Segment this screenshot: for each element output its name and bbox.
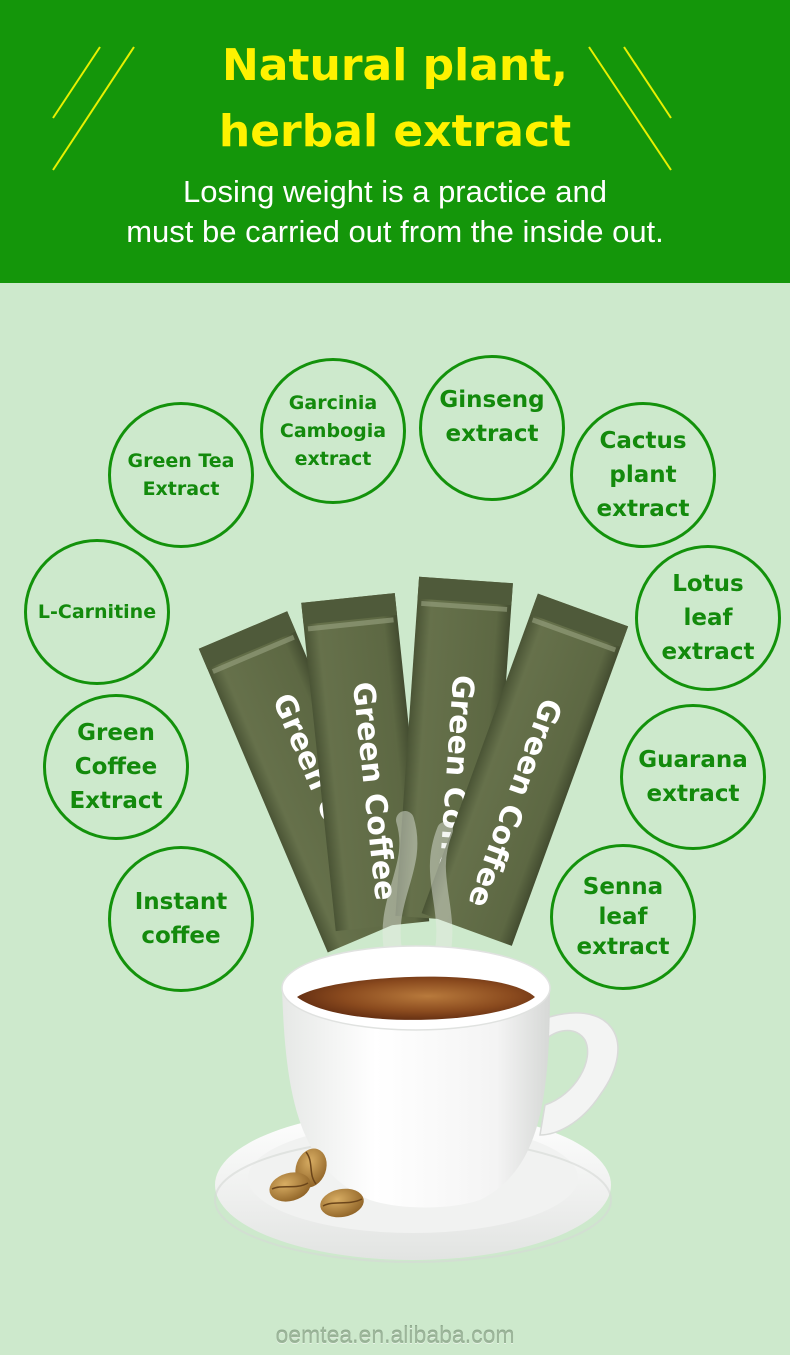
ingredient-label: Lotus	[672, 571, 744, 597]
subtitle-line-2: must be carried out from the inside out.	[126, 214, 664, 249]
ingredient-label: extract	[596, 496, 690, 522]
ingredient-label: Senna	[582, 874, 664, 900]
ingredient-label: Instant	[134, 889, 228, 915]
coffee-beans	[269, 1148, 364, 1218]
ingredient-label: extract	[294, 448, 372, 470]
deco-line-left-long	[52, 46, 135, 171]
ingredient-label: Extract	[69, 788, 163, 814]
ingredient-label: L-Carnitine	[37, 601, 157, 623]
deco-line-left-short	[52, 46, 101, 119]
headline-line-2: herbal extract	[218, 106, 572, 157]
ingredient-label: Cactus	[599, 428, 687, 454]
watermark: oemtea.en.alibaba.com	[275, 1322, 515, 1348]
ingredient-label: extract	[661, 639, 755, 665]
ingredient-label: extract	[646, 781, 740, 807]
ingredient-label: Green Tea	[127, 450, 235, 472]
header-banner: Natural plant, herbal extract Losing wei…	[0, 0, 790, 283]
ingredient-l-carnitine: L-Carnitine	[24, 539, 170, 685]
cup-body	[282, 985, 550, 1208]
ingredient-cactus: Cactus plant extract	[570, 402, 716, 548]
ingredient-label: coffee	[141, 923, 221, 949]
ingredient-label: Extract	[142, 478, 220, 500]
ingredient-label: leaf	[683, 605, 733, 631]
ingredient-label: Cambogia	[279, 420, 387, 442]
deco-line-right-long	[588, 46, 672, 171]
ingredient-label: extract	[445, 421, 539, 447]
headline-line-1: Natural plant,	[221, 40, 568, 91]
deco-line-right-short	[623, 46, 672, 119]
sachet-2: Green Coffee	[301, 593, 430, 932]
ingredient-label: leaf	[598, 904, 648, 930]
ingredient-label: Coffee	[74, 754, 158, 780]
ingredient-instant-coffee: Instant coffee	[108, 846, 254, 992]
ingredient-label: Garcinia	[288, 392, 378, 414]
cup-handle	[539, 1012, 619, 1136]
ingredient-senna: Senna leaf extract	[550, 844, 696, 990]
ingredient-label: Ginseng	[439, 387, 545, 413]
ingredient-guarana: Guarana extract	[620, 704, 766, 850]
ingredient-label: plant	[609, 462, 677, 488]
subtitle-line-1: Losing weight is a practice and	[183, 174, 607, 209]
ingredient-ginseng: Ginseng extract	[419, 355, 565, 501]
coffee-surface	[297, 976, 535, 1020]
ingredient-label: extract	[576, 934, 670, 960]
decorative-lines	[52, 46, 672, 171]
ingredient-lotus: Lotus leaf extract	[635, 545, 781, 691]
ingredient-label: Guarana	[638, 747, 748, 773]
ingredient-label: Green	[77, 720, 155, 746]
